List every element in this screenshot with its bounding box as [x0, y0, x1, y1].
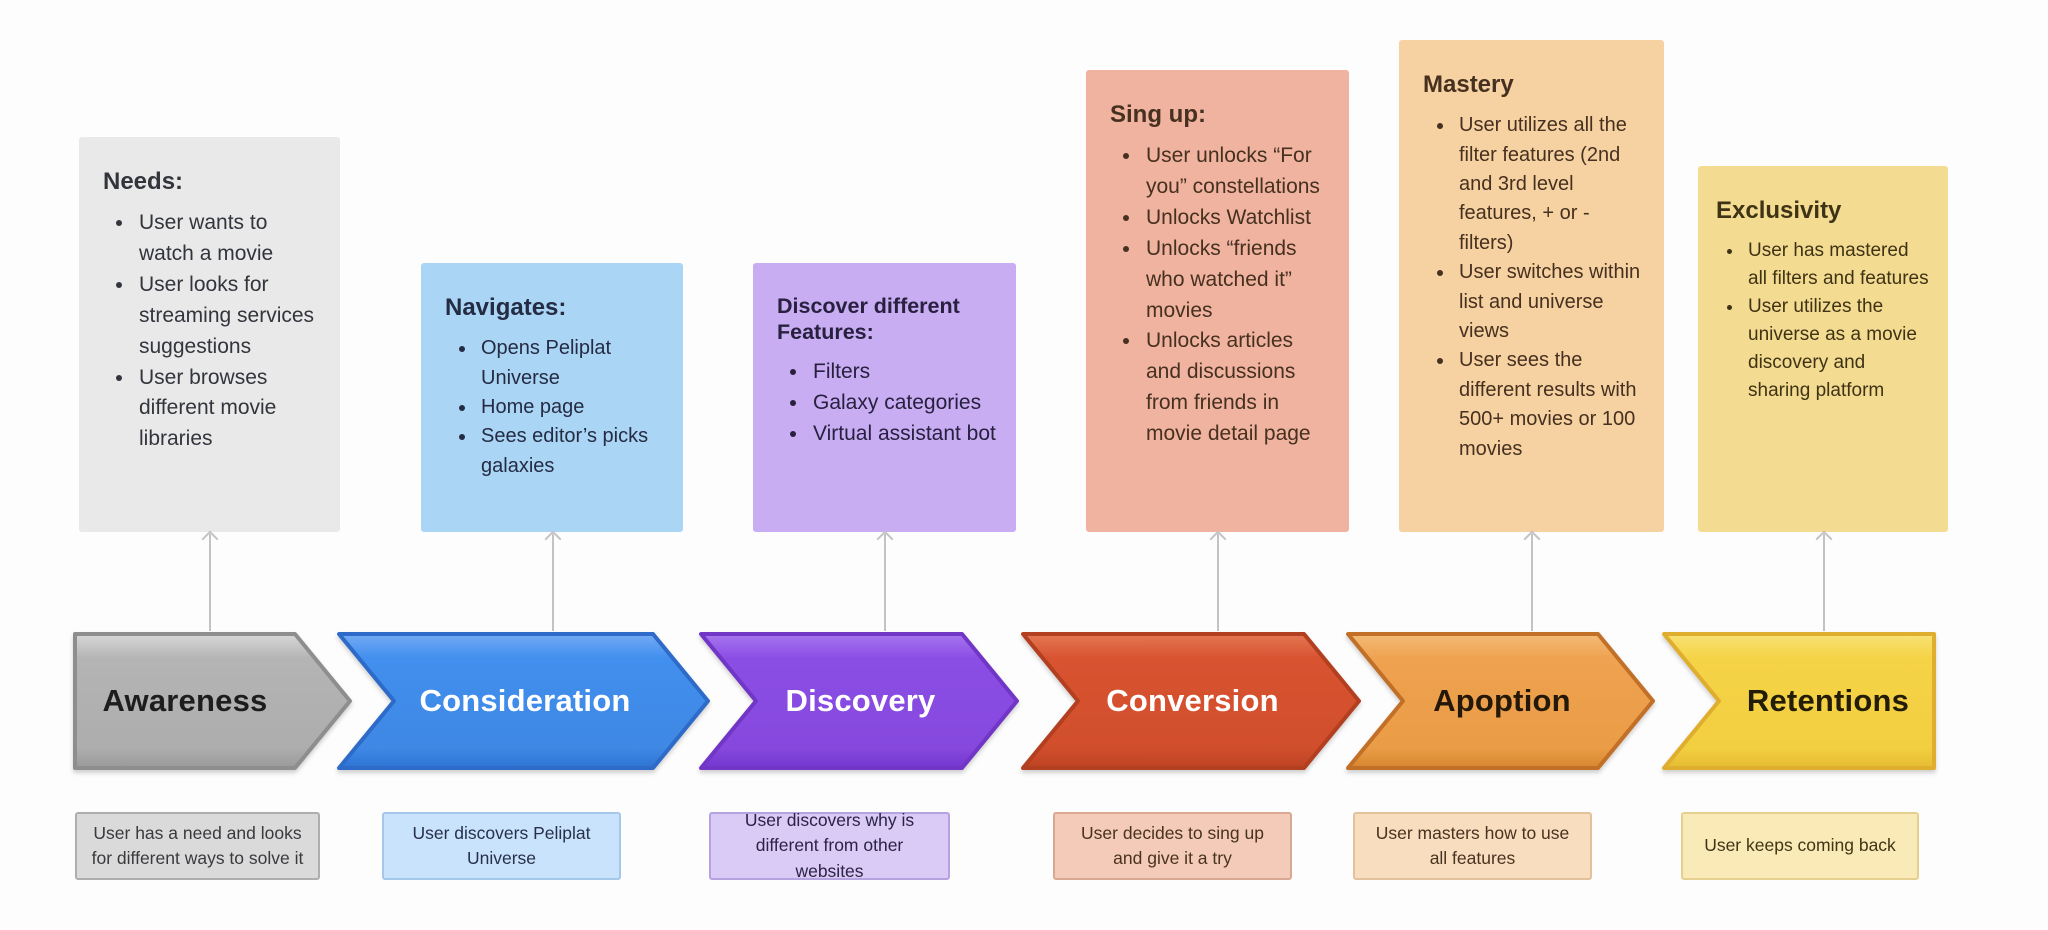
arrowhead-icon	[544, 530, 562, 548]
bullet-item: User looks for streaming services sugges…	[135, 270, 324, 363]
chevron-shape	[337, 632, 710, 770]
note-text: User decides to sing up and give it a tr…	[1081, 822, 1264, 868]
chevron-shape	[1662, 632, 1936, 770]
card-bullet-list: User wants to watch a movie User looks f…	[103, 208, 324, 455]
card-title: Exclusivity	[1716, 197, 1842, 224]
chevron-consideration[interactable]: Consideration	[336, 631, 711, 771]
card-bullet-list: User utilizes all the filter features (2…	[1423, 111, 1648, 464]
bullet-item: User browses different movie libraries	[135, 363, 324, 456]
bullet-item: Filters	[809, 357, 1000, 388]
bullet-item: Unlocks Watchlist	[1142, 203, 1333, 234]
chevron-label: Apoption	[1433, 683, 1571, 718]
card-bullet-list: Opens Peliplat Universe Home page Sees e…	[445, 334, 667, 481]
stage-card-retentions[interactable]: Exclusivity User has mastered all filter…	[1698, 166, 1948, 532]
stage-card-consideration[interactable]: Navigates: Opens Peliplat Universe Home …	[421, 263, 683, 532]
note-text: User masters how to use all features	[1375, 822, 1570, 868]
card-title: Sing up:	[1110, 101, 1206, 128]
up-arrow-connector	[1209, 530, 1227, 631]
bullet-item: User utilizes all the filter features (2…	[1455, 111, 1648, 258]
arrowhead-icon	[1815, 530, 1833, 548]
bullet-item: Sees editor’s picks galaxies	[477, 422, 667, 481]
chevron-retentions[interactable]: Retentions	[1661, 631, 1937, 771]
up-arrow-connector	[876, 530, 894, 631]
stage-card-discovery[interactable]: Discover different Features: Filters Gal…	[753, 263, 1016, 532]
bullet-item: Galaxy categories	[809, 388, 1000, 419]
bullet-item: User unlocks “For you” constellations	[1142, 141, 1333, 203]
chevron-label: Discovery	[785, 683, 936, 718]
card-bullet-list: Filters Galaxy categories Virtual assist…	[777, 357, 1000, 450]
chevron-awareness[interactable]: Awareness	[72, 631, 353, 771]
up-arrow-connector	[544, 530, 562, 631]
chevron-shape	[1346, 632, 1655, 770]
card-title: Mastery	[1423, 71, 1514, 98]
stage-note-discovery[interactable]: User discovers why is different from oth…	[709, 810, 950, 881]
stage-note-awareness[interactable]: User has a need and looks for different …	[75, 812, 320, 880]
card-bullet-list: User has mastered all filters and featur…	[1716, 237, 1932, 405]
card-title: Navigates:	[445, 294, 567, 321]
chevron-shape	[73, 632, 352, 770]
chevron-apoption[interactable]: Apoption	[1345, 631, 1656, 771]
chevron-discovery[interactable]: Discovery	[698, 631, 1020, 771]
arrowhead-icon	[1209, 530, 1227, 548]
bullet-item: User switches within list and universe v…	[1455, 258, 1648, 346]
stage-card-conversion[interactable]: Sing up: User unlocks “For you” constell…	[1086, 70, 1349, 532]
card-title: Needs:	[103, 168, 184, 195]
chevron-conversion[interactable]: Conversion	[1020, 631, 1362, 771]
note-text: User discovers why is different from oth…	[744, 809, 915, 881]
stage-card-awareness[interactable]: Needs: User wants to watch a movie User …	[79, 137, 340, 532]
stage-note-apoption[interactable]: User masters how to use all features	[1353, 812, 1592, 880]
up-arrow-connector	[1523, 530, 1541, 631]
note-text: User keeps coming back	[1704, 835, 1896, 856]
chevron-shape	[1021, 632, 1361, 770]
chevron-label: Awareness	[102, 683, 268, 718]
note-text: User has a need and looks for different …	[91, 822, 304, 868]
up-arrow-connector	[201, 530, 219, 631]
bullet-item: User sees the different results with 500…	[1455, 346, 1648, 464]
stage-note-retentions[interactable]: User keeps coming back	[1681, 812, 1919, 880]
bullet-item: User has mastered all filters and featur…	[1744, 237, 1932, 293]
bullet-item: Home page	[477, 393, 667, 422]
card-title: Discover different Features:	[777, 294, 960, 345]
bullet-item: Unlocks “friends who watched it” movies	[1142, 234, 1333, 327]
arrowhead-icon	[876, 530, 894, 548]
up-arrow-connector	[1815, 530, 1833, 631]
arrowhead-icon	[201, 530, 219, 548]
bullet-item: Unlocks articles and discussions from fr…	[1142, 326, 1333, 449]
stage-card-apoption[interactable]: Mastery User utilizes all the filter fea…	[1399, 40, 1664, 532]
chevron-label: Retentions	[1746, 683, 1910, 718]
stage-note-conversion[interactable]: User decides to sing up and give it a tr…	[1053, 812, 1292, 880]
bullet-item: User wants to watch a movie	[135, 208, 324, 270]
arrowhead-icon	[1523, 530, 1541, 548]
bullet-item: User utilizes the universe as a movie di…	[1744, 293, 1932, 405]
chevron-label: Conversion	[1106, 683, 1279, 718]
bullet-item: Virtual assistant bot	[809, 419, 1000, 450]
note-text: User discovers Peliplat Universe	[412, 822, 591, 868]
card-bullet-list: User unlocks “For you” constellations Un…	[1110, 141, 1333, 450]
bullet-item: Opens Peliplat Universe	[477, 334, 667, 393]
stage-note-consideration[interactable]: User discovers Peliplat Universe	[382, 812, 621, 880]
chevron-shape	[699, 632, 1019, 770]
chevron-label: Consideration	[419, 683, 631, 718]
